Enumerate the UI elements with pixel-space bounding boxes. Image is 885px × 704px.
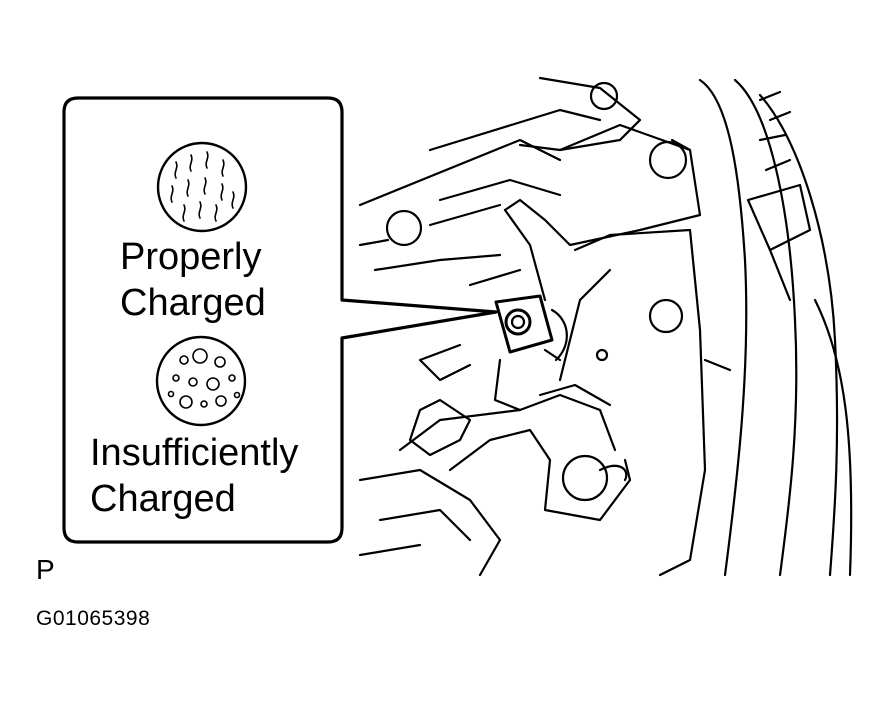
insufficiently-charged-label-line2: Charged	[90, 478, 236, 520]
figure-id: G01065398	[36, 607, 151, 630]
properly-charged-label-line2: Charged	[120, 282, 266, 324]
vehicle-body-panel	[698, 78, 853, 577]
latch-linkage	[358, 343, 632, 577]
insufficiently-charged-label-line1: Insufficiently	[90, 432, 299, 474]
properly-charged-indicator-icon	[156, 141, 248, 233]
mounting-plate	[558, 228, 732, 577]
callout-box	[62, 96, 498, 544]
charge-indicator-sight-glass	[494, 294, 568, 362]
properly-charged-label-line1: Properly	[120, 236, 262, 278]
insufficiently-charged-indicator-icon	[155, 335, 247, 427]
view-label: P	[36, 554, 55, 585]
hinge-bracket-upper	[358, 76, 702, 302]
